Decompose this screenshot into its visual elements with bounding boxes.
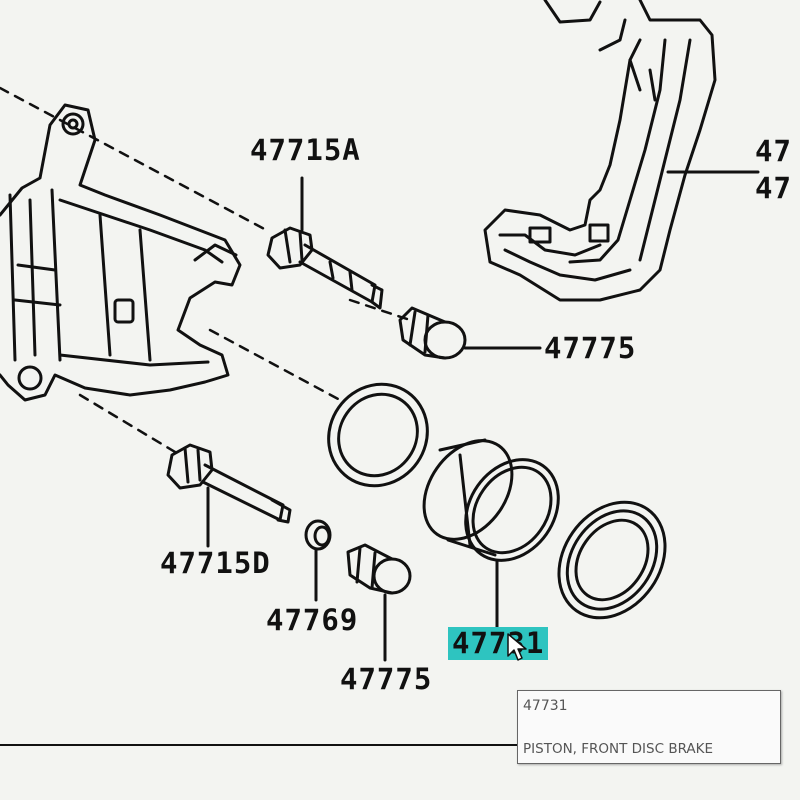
caliper-body [0,103,242,402]
label-47715a[interactable]: 47715A [250,133,361,167]
label-47731[interactable]: 47731 [448,627,549,660]
label-47769[interactable]: 47769 [266,603,359,637]
label-47-b[interactable]: 47 [755,171,792,205]
part-tooltip: 47731 PISTON, FRONT DISC BRAKE [517,690,781,764]
dust-boot [557,500,667,620]
dashed-guide-lines [0,86,412,457]
boot-47775-top [398,306,467,360]
pin-47769 [304,519,332,551]
caliper-bracket [483,0,717,302]
label-47715d[interactable]: 47715D [160,546,271,580]
piston-47731 [422,438,560,562]
bolt-47715d [166,443,292,524]
label-47775-top[interactable]: 47775 [544,331,637,365]
mouse-pointer-icon [507,633,527,661]
label-47-a[interactable]: 47 [755,134,792,168]
bolt-47715a [266,226,384,310]
label-47775-bottom[interactable]: 47775 [340,662,433,696]
tooltip-part-code: 47731 [523,698,568,714]
tooltip-part-description: PISTON, FRONT DISC BRAKE [523,741,714,757]
piston-seal [327,382,429,488]
boot-47775-bottom [346,543,412,595]
